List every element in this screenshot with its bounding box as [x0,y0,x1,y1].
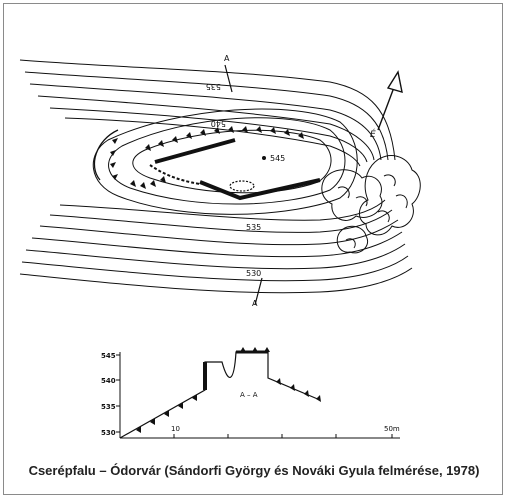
figure-caption: Cserépfalu – Ódorvár (Sándorfi György és… [28,463,480,478]
central-depression [229,180,255,192]
north-label: É [370,128,376,140]
slope-hachures [110,126,304,189]
distance-label-10: 10 [171,425,180,433]
rock-outcrop [321,155,421,254]
contour-label-535-top: 535 [206,82,221,91]
contour-label-545: 545 [270,154,285,163]
upper-contours [19,59,396,167]
elevation-tick-545: 545 [101,352,116,360]
profile-hachures [136,347,321,433]
section-letter-bottom: A [252,299,258,308]
elevation-tick-540: 540 [101,377,116,385]
section-letter-top: A [224,54,230,63]
section-line-south [254,277,263,306]
summit-point [262,156,266,160]
terrain-profile-line [119,351,321,439]
rampart-walls [149,138,321,201]
elevation-tick-530: 530 [101,429,116,437]
elevation-tick-535: 535 [101,403,116,411]
cross-section-profile: 545 540 535 530 10 50m A – A [101,347,400,439]
section-line-north [224,64,233,93]
north-arrow [377,70,403,131]
west-terrace-edge [93,129,119,181]
figure-frame [3,3,503,495]
section-label-aa: A – A [240,391,258,399]
contour-label-540: 540 [211,119,226,128]
contour-label-535-bottom: 535 [246,223,261,232]
contour-map [19,59,413,306]
distance-label-50m: 50m [384,425,400,433]
contour-label-530: 530 [246,269,261,278]
